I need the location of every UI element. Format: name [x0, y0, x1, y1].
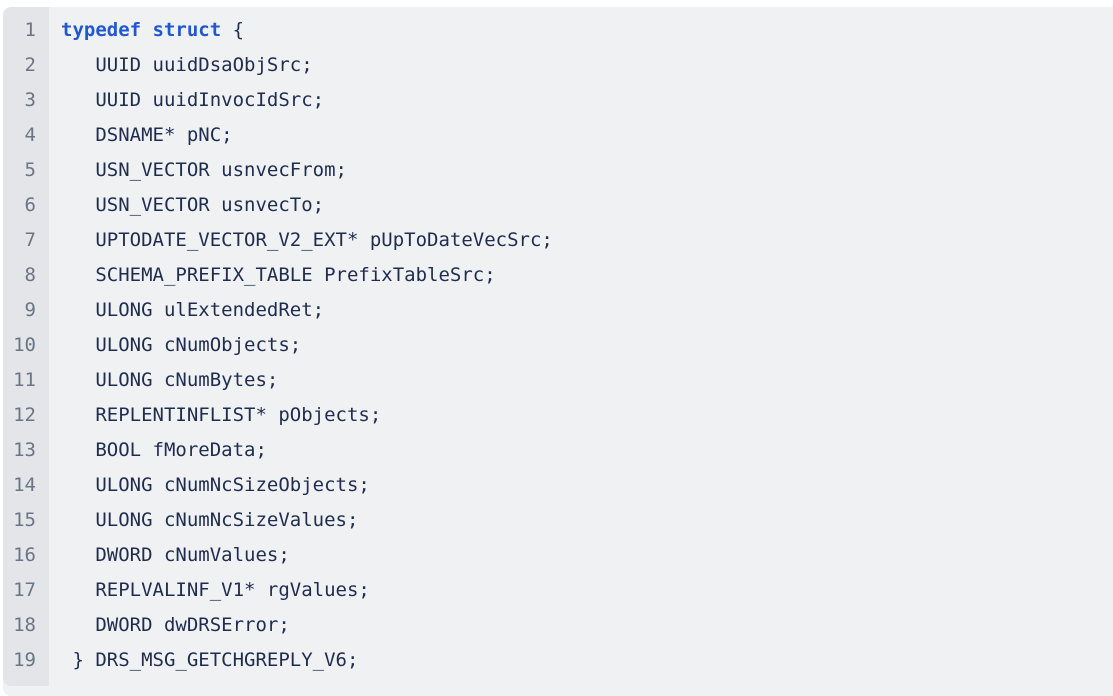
line-number: 12: [13, 404, 36, 426]
code-line: 18 DWORD dwDRSError;: [3, 608, 1113, 643]
code-text: USN_VECTOR usnvecTo;: [49, 188, 324, 223]
code-token: USN_VECTOR usnvecFrom;: [61, 159, 347, 181]
code-token: ULONG cNumNcSizeValues;: [61, 509, 359, 531]
line-number: 11: [13, 369, 36, 391]
code-token: BOOL fMoreData;: [61, 439, 267, 461]
line-number: 5: [24, 159, 36, 181]
code-line: 1 typedef struct {: [3, 13, 1113, 48]
code-line: 14 ULONG cNumNcSizeObjects;: [3, 468, 1113, 503]
code-text: ULONG cNumNcSizeObjects;: [49, 468, 370, 503]
code-text: UPTODATE_VECTOR_V2_EXT* pUpToDateVecSrc;: [49, 223, 553, 258]
line-number: 6: [24, 194, 36, 216]
code-text: UUID uuidInvocIdSrc;: [49, 83, 324, 118]
code-text: DWORD cNumValues;: [49, 538, 290, 573]
code-token: {: [221, 19, 245, 41]
code-text: UUID uuidDsaObjSrc;: [49, 48, 313, 83]
code-text: REPLVALINF_V1* rgValues;: [49, 573, 370, 608]
line-number: 7: [24, 229, 36, 251]
code-token: UPTODATE_VECTOR_V2_EXT* pUpToDateVecSrc;: [61, 229, 553, 251]
code-token: ULONG ulExtendedRet;: [61, 299, 325, 321]
code-token: SCHEMA_PREFIX_TABLE PrefixTableSrc;: [61, 264, 496, 286]
code-line: 11 ULONG cNumBytes;: [3, 363, 1113, 398]
code-text: REPLENTINFLIST* pObjects;: [49, 398, 381, 433]
code-token: DWORD dwDRSError;: [61, 614, 290, 636]
code-text: SCHEMA_PREFIX_TABLE PrefixTableSrc;: [49, 258, 496, 293]
code-token: UUID uuidInvocIdSrc;: [61, 89, 325, 111]
code-line: 3 UUID uuidInvocIdSrc;: [3, 83, 1113, 118]
line-number: 9: [24, 299, 36, 321]
code-token: UUID uuidDsaObjSrc;: [61, 54, 313, 76]
line-number: 13: [13, 439, 36, 461]
code-line: 2 UUID uuidDsaObjSrc;: [3, 48, 1113, 83]
line-number: 19: [13, 649, 36, 671]
code-text: ULONG cNumNcSizeValues;: [49, 503, 358, 538]
line-number: 15: [13, 509, 36, 531]
line-number: 18: [13, 614, 36, 636]
code-token: ULONG cNumNcSizeObjects;: [61, 474, 370, 496]
code-text: BOOL fMoreData;: [49, 433, 267, 468]
line-number: 1: [24, 19, 36, 41]
code-line: 8 SCHEMA_PREFIX_TABLE PrefixTableSrc;: [3, 258, 1113, 293]
code-line: 16 DWORD cNumValues;: [3, 538, 1113, 573]
code-line: 15 ULONG cNumNcSizeValues;: [3, 503, 1113, 538]
code-token: ULONG cNumBytes;: [61, 369, 279, 391]
code-token: REPLVALINF_V1* rgValues;: [61, 579, 370, 601]
code-line: 5 USN_VECTOR usnvecFrom;: [3, 153, 1113, 188]
code-text: ULONG cNumBytes;: [49, 363, 278, 398]
code-token: DSNAME* pNC;: [61, 124, 233, 146]
code-text: typedef struct {: [49, 13, 244, 48]
code-line: 7 UPTODATE_VECTOR_V2_EXT* pUpToDateVecSr…: [3, 223, 1113, 258]
line-number: 8: [24, 264, 36, 286]
code-token: USN_VECTOR usnvecTo;: [61, 194, 325, 216]
code-line: 19 } DRS_MSG_GETCHGREPLY_V6;: [3, 643, 1113, 678]
code-token: ULONG cNumObjects;: [61, 334, 302, 356]
code-text: DSNAME* pNC;: [49, 118, 233, 153]
code-line: 10 ULONG cNumObjects;: [3, 328, 1113, 363]
line-number: 4: [24, 124, 36, 146]
keyword-token: typedef struct: [61, 19, 222, 41]
code-text: DWORD dwDRSError;: [49, 608, 290, 643]
line-number: 10: [13, 334, 36, 356]
code-text: ULONG cNumObjects;: [49, 328, 301, 363]
code-line: 12 REPLENTINFLIST* pObjects;: [3, 398, 1113, 433]
code-line: 17 REPLVALINF_V1* rgValues;: [3, 573, 1113, 608]
code-line: 6 USN_VECTOR usnvecTo;: [3, 188, 1113, 223]
line-number: 17: [13, 579, 36, 601]
line-number: 3: [24, 89, 36, 111]
line-number: 2: [24, 54, 36, 76]
code-line: 13 BOOL fMoreData;: [3, 433, 1113, 468]
code-token: REPLENTINFLIST* pObjects;: [61, 404, 382, 426]
code-token: } DRS_MSG_GETCHGREPLY_V6;: [61, 649, 359, 671]
line-number: 16: [13, 544, 36, 566]
code-token: DWORD cNumValues;: [61, 544, 290, 566]
code-text: ULONG ulExtendedRet;: [49, 293, 324, 328]
code-line: 4 DSNAME* pNC;: [3, 118, 1113, 153]
code-line: 9 ULONG ulExtendedRet;: [3, 293, 1113, 328]
code-text: } DRS_MSG_GETCHGREPLY_V6;: [49, 643, 358, 678]
line-number: 14: [13, 474, 36, 496]
code-text: USN_VECTOR usnvecFrom;: [49, 153, 347, 188]
